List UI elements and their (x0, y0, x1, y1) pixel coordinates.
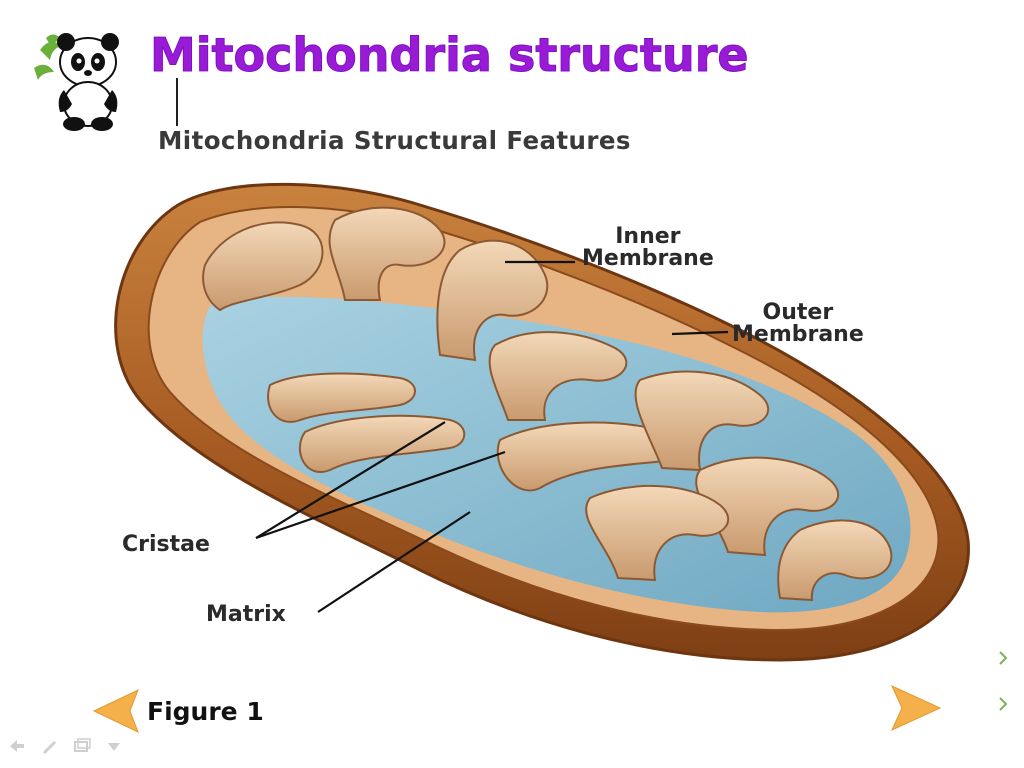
figure-heading: Mitochondria Structural Features (158, 126, 631, 155)
inner-membrane-label-line1: Inner (615, 224, 681, 249)
crista-fold (202, 221, 324, 312)
outer-membrane-label-line1: Outer (762, 300, 834, 325)
menu-icon[interactable] (105, 738, 123, 754)
title-divider-line (176, 78, 178, 126)
edge-decoration (999, 651, 1008, 711)
crista-fold (267, 372, 416, 423)
outer-membrane-leader (671, 330, 729, 336)
inner-membrane-label: Inner Membrane (582, 226, 714, 270)
matrix-label: Matrix (206, 602, 286, 627)
arrow-left-icon[interactable] (90, 688, 146, 734)
crista-fold (436, 239, 549, 362)
inner-membrane-label-line2: Membrane (582, 246, 714, 271)
cristae-leader (255, 421, 446, 539)
crista-fold (488, 331, 628, 421)
crista-fold (634, 370, 769, 472)
cristae-label: Cristae (122, 532, 210, 557)
arrow-right-icon[interactable] (882, 684, 944, 732)
crista-fold (328, 206, 446, 301)
crista-fold (777, 519, 893, 602)
crista-fold (298, 414, 466, 473)
panda-icon (34, 33, 119, 131)
crista-fold (496, 421, 678, 492)
slideshow-toolbar (8, 738, 138, 758)
outer-membrane-label: Outer Membrane (732, 302, 864, 346)
slides-icon[interactable] (73, 738, 91, 754)
figure-caption: Figure 1 (147, 697, 264, 726)
cristae-leader (255, 450, 506, 540)
matrix-leader (317, 511, 471, 613)
back-icon[interactable] (8, 738, 26, 754)
crista-fold (585, 484, 729, 582)
outer-membrane-label-line2: Membrane (732, 322, 864, 347)
slide-title: Mitochondria structure (150, 28, 750, 83)
pen-icon[interactable] (40, 738, 58, 754)
